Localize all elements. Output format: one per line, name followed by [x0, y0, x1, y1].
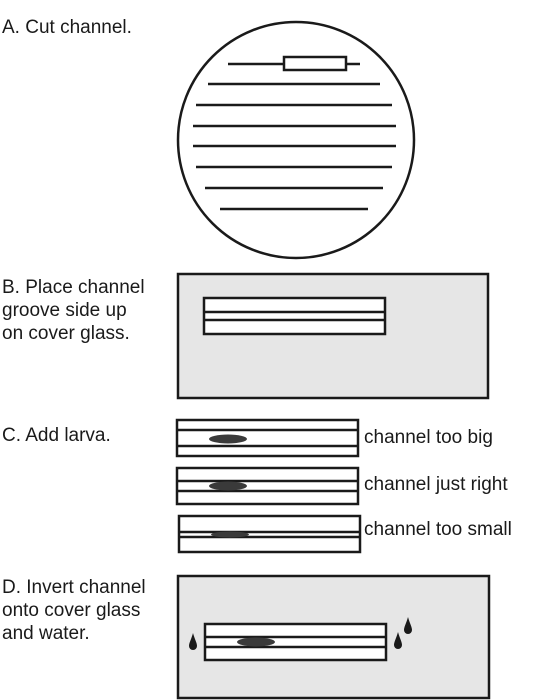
channel	[175, 466, 360, 506]
channel-just-right-label: channel just right	[364, 474, 508, 495]
step-b-label: B. Place channel groove side up on cover…	[2, 277, 145, 344]
channel-just-right	[175, 466, 360, 506]
channel-too-big-label: channel too big	[364, 427, 493, 448]
cover-glass	[176, 272, 490, 400]
channel-too-small-label: channel too small	[364, 519, 512, 540]
channel-too-big	[175, 418, 360, 458]
larva	[237, 637, 275, 647]
step-d-label: D. Invert channel onto cover glass and w…	[2, 577, 146, 644]
step-c-label: C. Add larva.	[2, 425, 111, 446]
larva	[211, 531, 249, 538]
water-drop-icon	[404, 617, 412, 634]
agar-disc	[176, 20, 416, 260]
water-drop-icon	[394, 632, 402, 649]
channel	[202, 296, 387, 336]
cover-glass-b	[176, 272, 490, 400]
step-a-label: A. Cut channel.	[2, 17, 132, 38]
larva	[209, 434, 247, 444]
channel	[175, 418, 360, 458]
channel-too-small	[177, 514, 362, 554]
channel	[177, 514, 362, 554]
larva	[209, 481, 247, 491]
water-drop-icon	[189, 633, 197, 650]
cut-channel	[282, 55, 348, 72]
channel	[203, 622, 388, 662]
cover-glass-d	[176, 574, 491, 700]
disc-outline	[176, 20, 416, 260]
